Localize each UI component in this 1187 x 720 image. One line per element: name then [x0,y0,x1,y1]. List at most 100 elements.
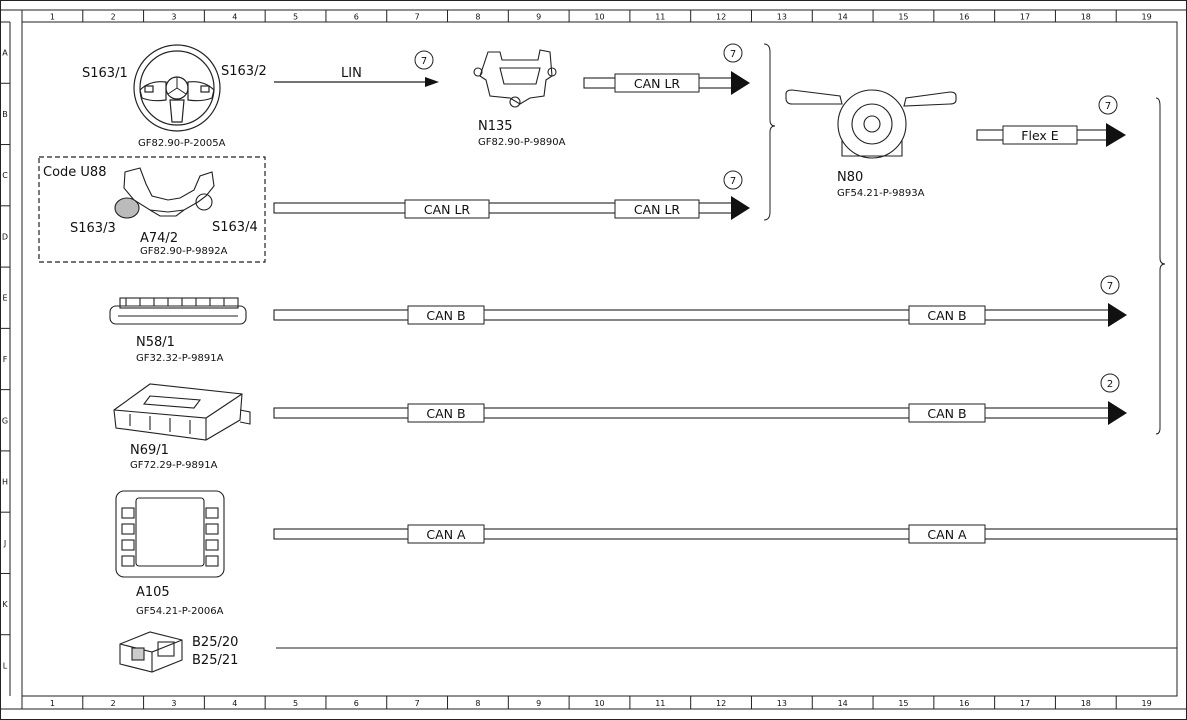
code-u88-box [38,156,266,263]
n69-1-label: N69/1 [130,443,169,458]
grid-col-label-bottom: 9 [536,699,541,708]
n69-ref-circle: 2 [1100,373,1120,393]
grid-col-label-top: 9 [536,13,541,22]
svg-text:7: 7 [1107,281,1113,292]
grid-col-label-top: 16 [959,13,969,22]
grid-col-label-top: 15 [898,13,908,22]
n58-ref-circle: 7 [1100,275,1120,295]
grid-col-label-bottom: 4 [232,699,237,708]
n58-1-label: N58/1 [136,335,175,350]
can-a-label-2: CAN A [927,527,967,542]
b25-sensor-icon [119,631,183,673]
n80-module-icon [785,89,957,159]
lin-label: LIN [341,66,362,81]
grid-col-label-top: 17 [1020,13,1030,22]
grid-col-label-top: 13 [777,13,787,22]
grid-col-label-top: 7 [415,13,420,22]
a105-label: A105 [136,585,170,600]
grid-col-label-bottom: 10 [594,699,604,708]
can-lr-n135-arrow-icon [731,71,750,95]
n135-label: N135 [478,119,513,134]
grid-col-label-bottom: 16 [959,699,969,708]
can-b-n58-label-2: CAN B [927,308,966,323]
svg-text:7: 7 [421,56,427,67]
grid-col-label-bottom: 18 [1081,699,1091,708]
grid-col-label-top: 8 [475,13,480,22]
grid-row-label: B [2,110,8,119]
grid-col-label-top: 11 [655,13,665,22]
a74-2-label: A74/2 [140,231,178,246]
n135-doc-ref: GF82.90-P-9890A [478,137,566,148]
grid-col-label-bottom: 12 [716,699,726,708]
svg-text:2: 2 [1107,379,1113,390]
grid-col-label-bottom: 3 [171,699,176,708]
can-b-n69-label-2: CAN B [927,406,966,421]
s163-4-label: S163/4 [212,220,258,235]
steering-wheel-icon [133,44,221,132]
grid-col-label-bottom: 8 [475,699,480,708]
b25-20-label: B25/20 [192,635,238,650]
n69-1-doc-ref: GF72.29-P-9891A [130,460,218,471]
can-a-label-1: CAN A [426,527,466,542]
steering-switch-unit-icon [114,167,215,219]
grid-col-label-top: 3 [171,13,176,22]
grid-col-label-top: 18 [1081,13,1091,22]
a105-control-panel-icon [115,490,225,578]
can-b-n58-arrow-icon [1108,303,1127,327]
flex-e-label: Flex E [1021,128,1059,143]
diagram-border [21,21,1178,697]
code-u88-label: Code U88 [43,165,106,180]
grid-row-label: C [2,171,8,180]
right-group-brace [1155,97,1166,435]
grid-col-label-bottom: 17 [1020,699,1030,708]
grid-col-label-bottom: 14 [838,699,848,708]
grid-row-label: K [2,600,8,609]
can-lr-code-label-1: CAN LR [424,202,471,217]
grid-col-label-bottom: 15 [898,699,908,708]
grid-col-label-bottom: 13 [777,699,787,708]
n58-1-doc-ref: GF32.32-P-9891A [136,353,224,364]
grid-col-label-top: 14 [838,13,848,22]
s163-1-label: S163/1 [82,66,128,81]
lin-arrow-icon [425,77,439,87]
can-lr-code-label-2: CAN LR [634,202,681,217]
grid-col-label-top: 5 [293,13,298,22]
grid-col-label-bottom: 2 [111,699,116,708]
n135-module-icon [473,49,557,108]
n80-ref-circle: 7 [1098,95,1118,115]
can-b-n69-label-1: CAN B [426,406,465,421]
n135-ref-circle: 7 [723,43,743,63]
code-ref-circle: 7 [723,170,743,190]
steering-wheel-doc-ref: GF82.90-P-2005A [138,138,226,149]
grid-col-label-top: 4 [232,13,237,22]
grid-col-label-bottom: 11 [655,699,665,708]
grid-col-label-bottom: 1 [50,699,55,708]
s163-3-label: S163/3 [70,221,116,236]
can-lr-n135-label: CAN LR [634,76,681,91]
grid-row-label: J [3,539,6,548]
n80-doc-ref: GF54.21-P-9893A [837,188,925,199]
a105-doc-ref: GF54.21-P-2006A [136,606,224,617]
grid-row-label: H [2,478,8,487]
grid-row-label: F [3,355,8,364]
n69-1-module-icon [113,383,251,441]
code-u88-doc-ref: GF82.90-P-9892A [140,246,228,257]
s163-2-label: S163/2 [221,64,267,79]
svg-text:7: 7 [1105,101,1111,112]
can-b-n58-label-1: CAN B [426,308,465,323]
grid-col-label-top: 1 [50,13,55,22]
grid-col-label-top: 12 [716,13,726,22]
grid-col-label-top: 6 [354,13,359,22]
grid-row-label: G [2,416,8,425]
grid-col-label-bottom: 5 [293,699,298,708]
grid-col-label-bottom: 19 [1142,699,1152,708]
can-lr-code-arrow-icon [731,196,750,220]
grid-col-label-bottom: 6 [354,699,359,708]
grid-row-label: D [2,232,8,241]
n80-label: N80 [837,170,863,185]
